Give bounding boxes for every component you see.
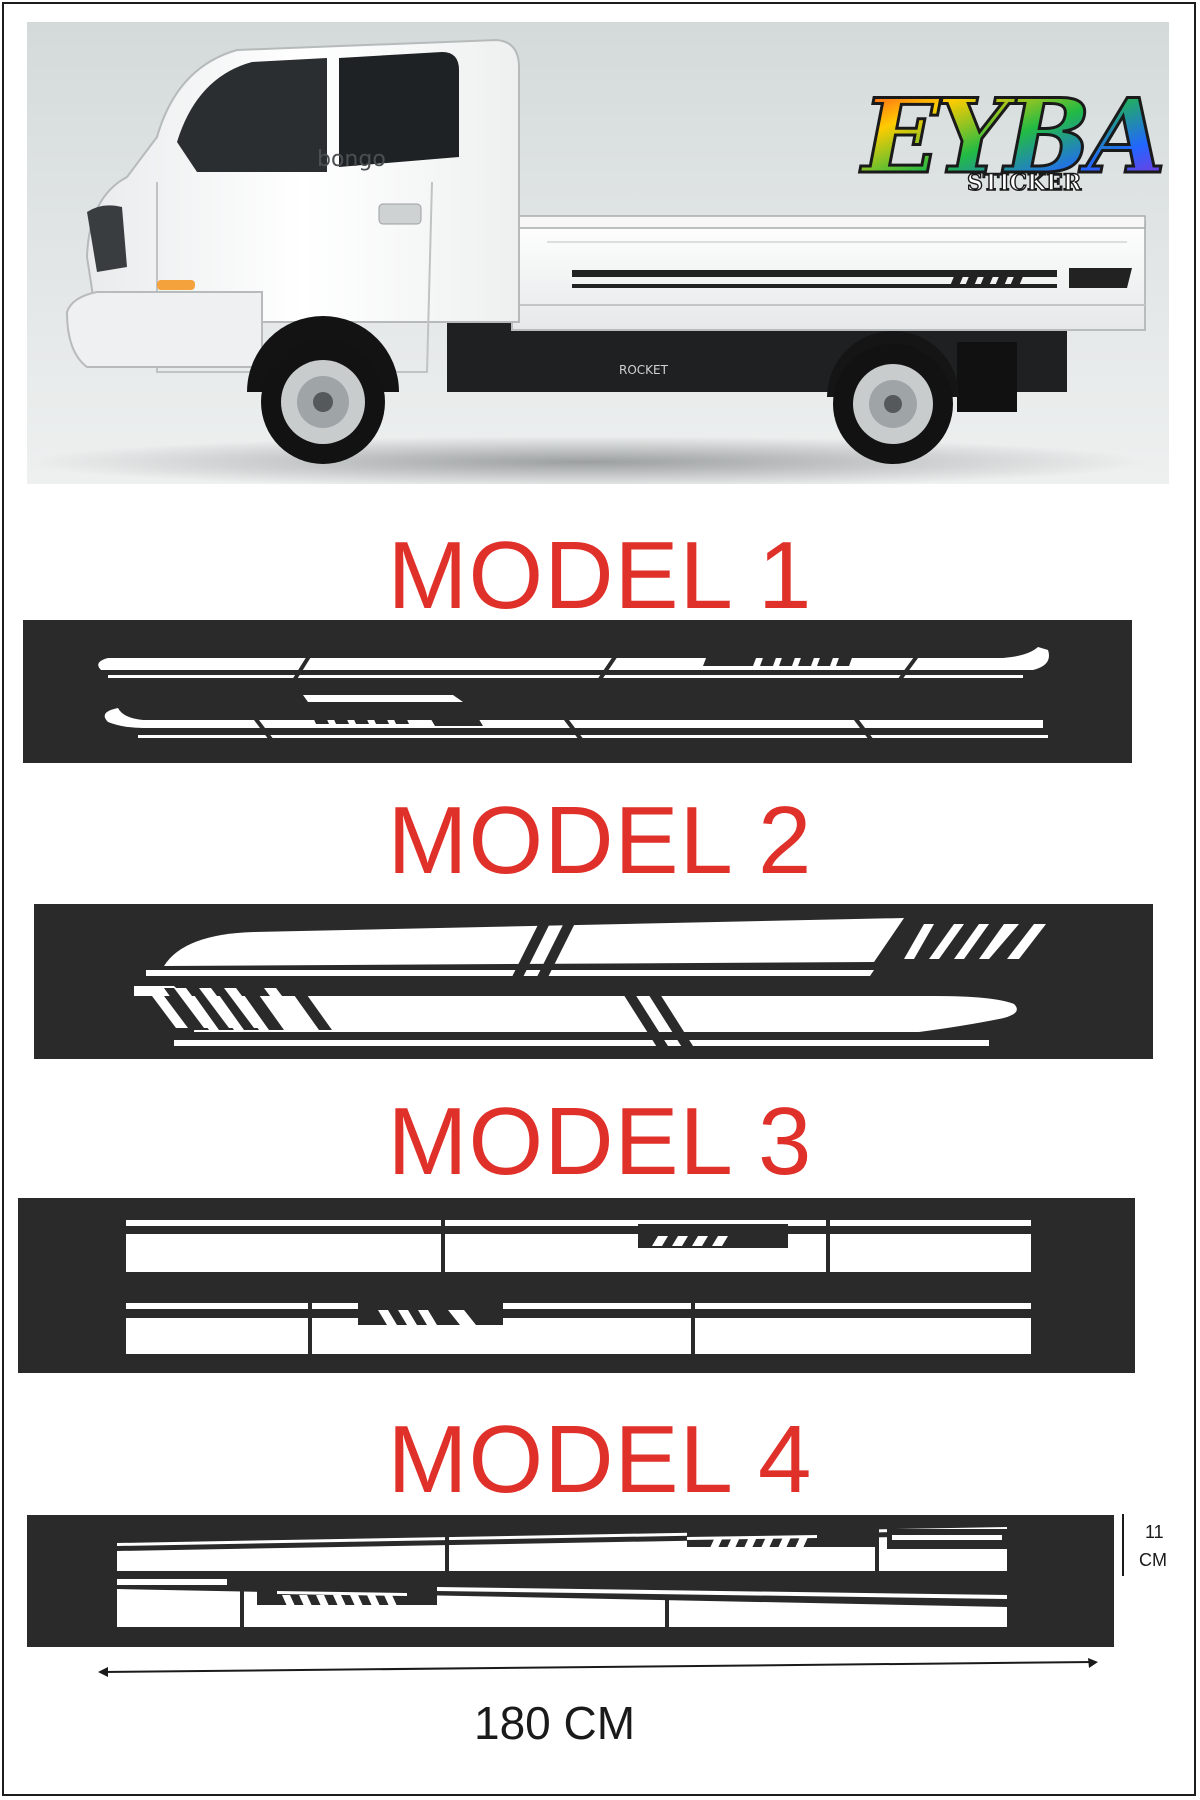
model-3-sticker-panel <box>18 1198 1135 1373</box>
model-2-sticker-panel <box>34 904 1153 1059</box>
truck-photo: bongo ROCKET EYBA STICKER <box>27 22 1169 484</box>
model-3-title: MODEL 3 <box>387 1088 813 1195</box>
model-4-title: MODEL 4 <box>387 1406 813 1513</box>
logo-brand: EYBA <box>859 77 1162 197</box>
eyba-sticker-logo: EYBA STICKER <box>858 76 1168 199</box>
model-1-title: MODEL 1 <box>387 522 813 629</box>
logo-sub: STICKER <box>967 170 1082 196</box>
width-dimension-arrow <box>98 1658 1098 1677</box>
model-2-title: MODEL 2 <box>387 787 813 894</box>
model-4-sticker-panel <box>27 1515 1114 1647</box>
height-dimension-line <box>1122 1514 1124 1576</box>
truck-badge-text: bongo <box>317 147 386 172</box>
truck-emblem-text: ROCKET <box>619 363 669 377</box>
height-unit: CM <box>1139 1550 1167 1570</box>
width-label: 180 CM <box>474 1697 636 1749</box>
height-value: 11 <box>1145 1522 1164 1542</box>
model-1-sticker-panel <box>23 620 1132 763</box>
